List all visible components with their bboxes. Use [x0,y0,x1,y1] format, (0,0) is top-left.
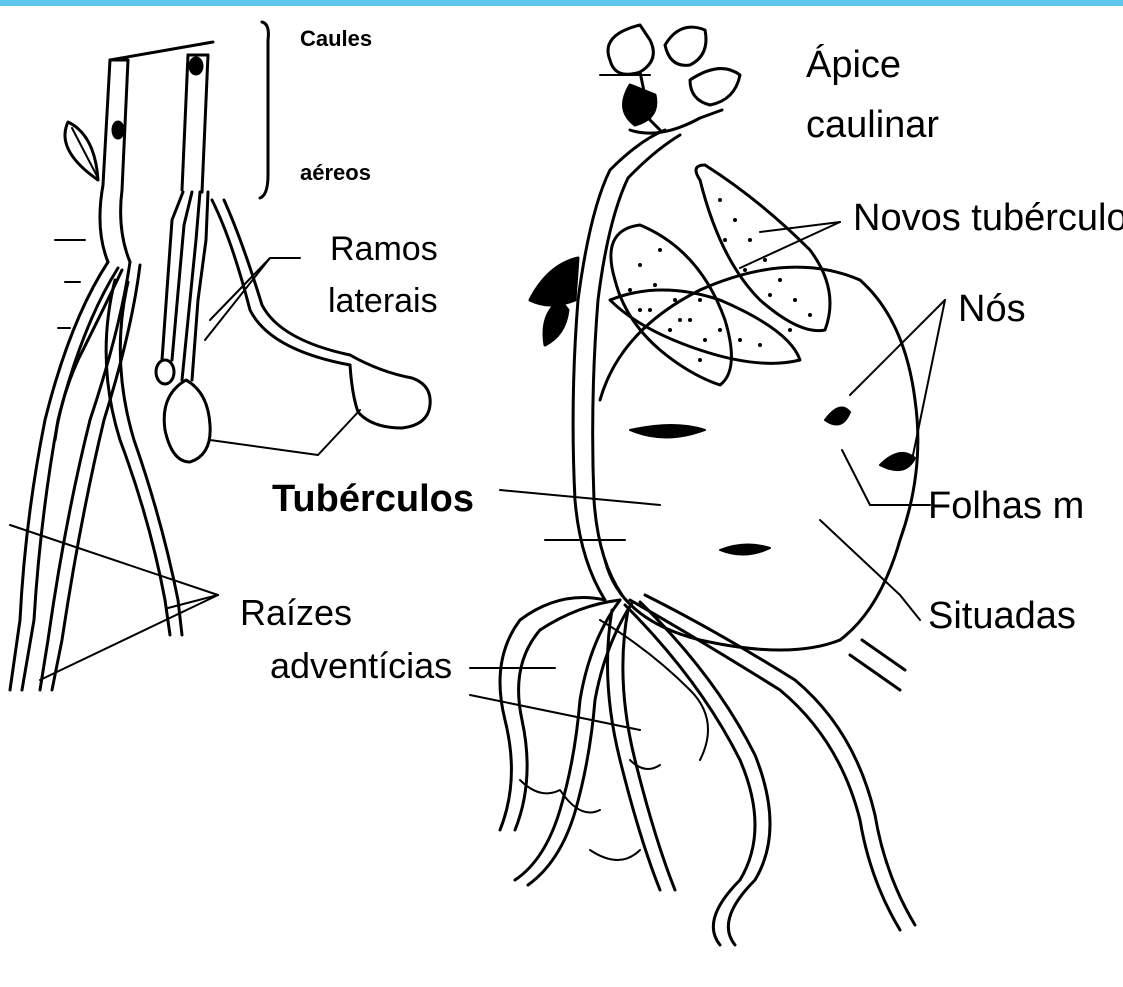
label-ramos: Ramos [330,230,438,269]
label-apice: Ápice [806,44,901,88]
tuber-node-2 [880,453,915,470]
caules-bracket [260,22,268,198]
label-novos-tuberculos: Novos tubérculos [853,197,1123,241]
label-nos: Nós [958,288,1026,332]
tuber-eye-1 [630,425,705,438]
left-root-2 [40,262,130,690]
tuber-node-1 [825,408,850,425]
label-raizes: Raízes [240,592,352,633]
label-caules: Caules [300,26,372,51]
apex-leaf-4 [690,69,740,105]
label-caulinar: caulinar [806,104,939,148]
apex-leaf-1 [608,25,653,74]
left-large-tuber [350,355,430,428]
right-leader-lines [470,75,945,730]
left-small-tuber [164,380,210,462]
label-folhas: Folhas m [928,485,1123,529]
label-tuberculos: Tubérculos [272,478,474,522]
left-aerial-stem-1 [100,60,110,262]
right-root-1 [500,598,605,831]
new-tuber-2 [696,165,830,331]
label-aereos: aéreos [300,160,371,185]
label-adventicias: adventícias [270,645,452,686]
left-aerial-stem-2 [182,55,188,190]
mother-tuber [600,267,918,650]
apex-leaf-2 [665,27,706,65]
stem-leaf-2 [544,300,568,345]
left-plant-drawing [10,22,430,690]
left-leaf [65,122,98,180]
tuber-eye-2 [720,544,770,554]
right-plant-drawing [500,25,918,945]
label-situadas: Situadas [928,595,1123,639]
label-laterais: laterais [328,282,438,321]
stem-leaf-1 [530,258,578,305]
